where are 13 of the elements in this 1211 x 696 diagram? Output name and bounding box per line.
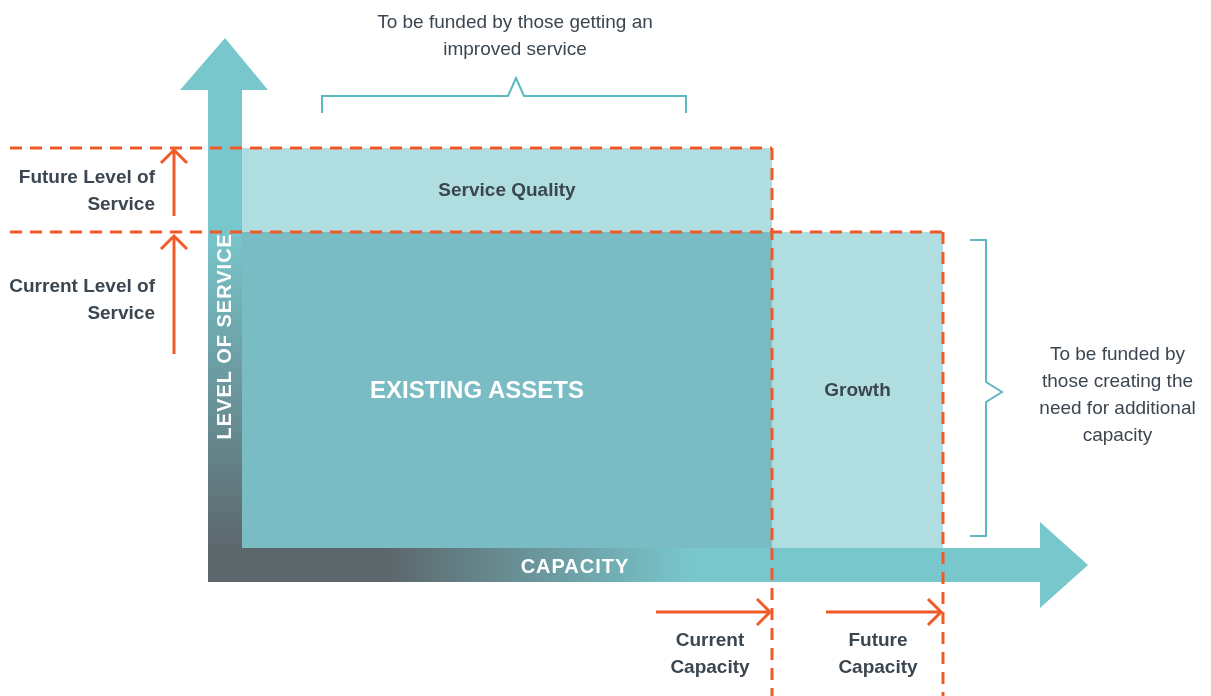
growth-block <box>772 232 943 548</box>
annotation-text: To be funded by those getting an improved service <box>376 10 654 61</box>
block-label: Growth <box>824 379 891 401</box>
level-label: Future Level of Service <box>17 165 155 216</box>
service-quality-block <box>242 148 772 232</box>
capacity-label: Future Capacity <box>837 628 919 679</box>
annotation-text: To be funded by those creating the need for additional capacity <box>1038 342 1197 447</box>
capacity-label: Current Capacity <box>669 628 751 679</box>
block-label: Service Quality <box>438 179 576 201</box>
level-label: Current Level of Service <box>8 274 155 325</box>
block-label: EXISTING ASSETS <box>370 376 584 404</box>
existing-assets-block <box>242 232 772 548</box>
axis-label: CAPACITY <box>519 554 631 579</box>
